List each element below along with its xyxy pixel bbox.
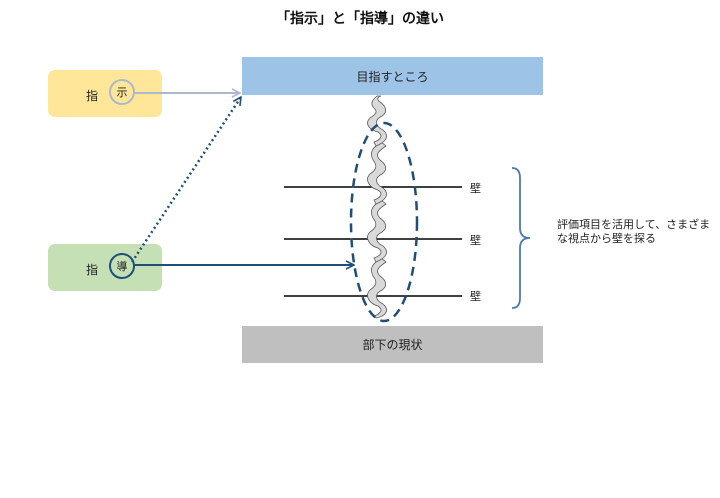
- goal-box: 目指すところ: [242, 57, 543, 95]
- instruction-label: 指: [86, 89, 99, 103]
- current-state-label: 部下の現状: [362, 338, 423, 352]
- goal-label: 目指すところ: [356, 69, 429, 84]
- wall-label-2: 壁: [470, 234, 481, 247]
- spiral-path: [367, 95, 387, 319]
- current-state-box: 部下の現状: [242, 326, 543, 363]
- guidance-pill: 指 導: [48, 244, 162, 291]
- wall-label-1: 壁: [470, 182, 481, 195]
- brace-note: 評価項目を活用して、さまざまな視点から壁を探る: [557, 218, 711, 245]
- guidance-label: 指: [86, 263, 99, 277]
- right-brace: [511, 167, 531, 309]
- wall-label-3: 壁: [470, 290, 481, 303]
- guidance-dotted-arrow: [130, 97, 243, 263]
- diagram-title: 「指示」と「指導」の違い: [276, 11, 444, 27]
- dashed-ellipse: [349, 121, 419, 323]
